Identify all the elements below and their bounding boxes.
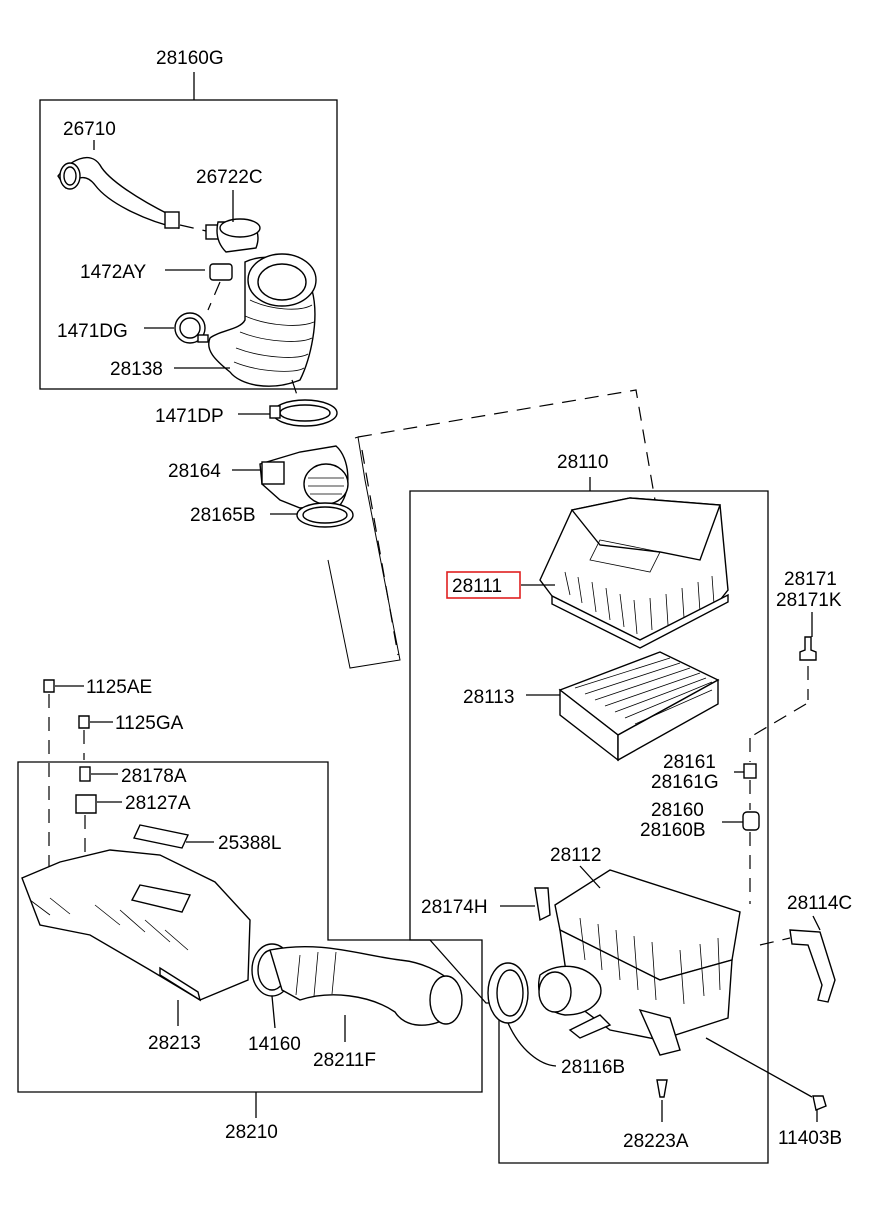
part-label-1472AY: 1472AY: [80, 262, 147, 283]
part-label-28223A: 28223A: [623, 1131, 689, 1152]
part-label-28127A: 28127A: [125, 793, 191, 814]
part-label-28114C: 28114C: [787, 893, 852, 914]
part-label-28160G: 28160G: [156, 48, 224, 69]
part-label-28112: 28112: [550, 845, 601, 866]
part-label-28211F: 28211F: [313, 1050, 376, 1071]
part-label-1125GA: 1125GA: [115, 713, 184, 734]
box-28210: [17, 761, 483, 1093]
part-label-1471DP: 1471DP: [155, 406, 224, 427]
part-label-28174H: 28174H: [421, 897, 488, 918]
part-label-25388L: 25388L: [218, 833, 281, 854]
box-28160G: [39, 99, 338, 390]
part-label-28111: 28111: [452, 576, 502, 597]
part-label-14160: 14160: [248, 1034, 301, 1055]
highlight-box-28111: [446, 571, 521, 599]
part-label-28160B: 28160B: [640, 820, 706, 841]
part-label-28160: 28160: [651, 800, 704, 821]
part-label-28178A: 28178A: [121, 766, 187, 787]
part-label-26710: 26710: [63, 119, 116, 140]
part-label-1125AE: 1125AE: [86, 677, 152, 698]
part-label-28113: 28113: [463, 687, 514, 708]
part-label-28164: 28164: [168, 461, 221, 482]
part-label-28171K: 28171K: [776, 590, 842, 611]
part-label-28165B: 28165B: [190, 505, 256, 526]
part-label-26722C: 26722C: [196, 167, 263, 188]
part-label-28213: 28213: [148, 1033, 201, 1054]
part-label-28161G: 28161G: [651, 772, 719, 793]
part-label-11403B: 11403B: [778, 1128, 842, 1149]
part-label-28161: 28161: [663, 752, 716, 773]
part-label-28138: 28138: [110, 359, 163, 380]
part-label-28210: 28210: [225, 1122, 278, 1143]
part-label-28171: 28171: [784, 569, 837, 590]
part-label-28110: 28110: [557, 452, 608, 473]
part-label-1471DG: 1471DG: [57, 321, 128, 342]
part-label-28116B: 28116B: [561, 1057, 625, 1078]
